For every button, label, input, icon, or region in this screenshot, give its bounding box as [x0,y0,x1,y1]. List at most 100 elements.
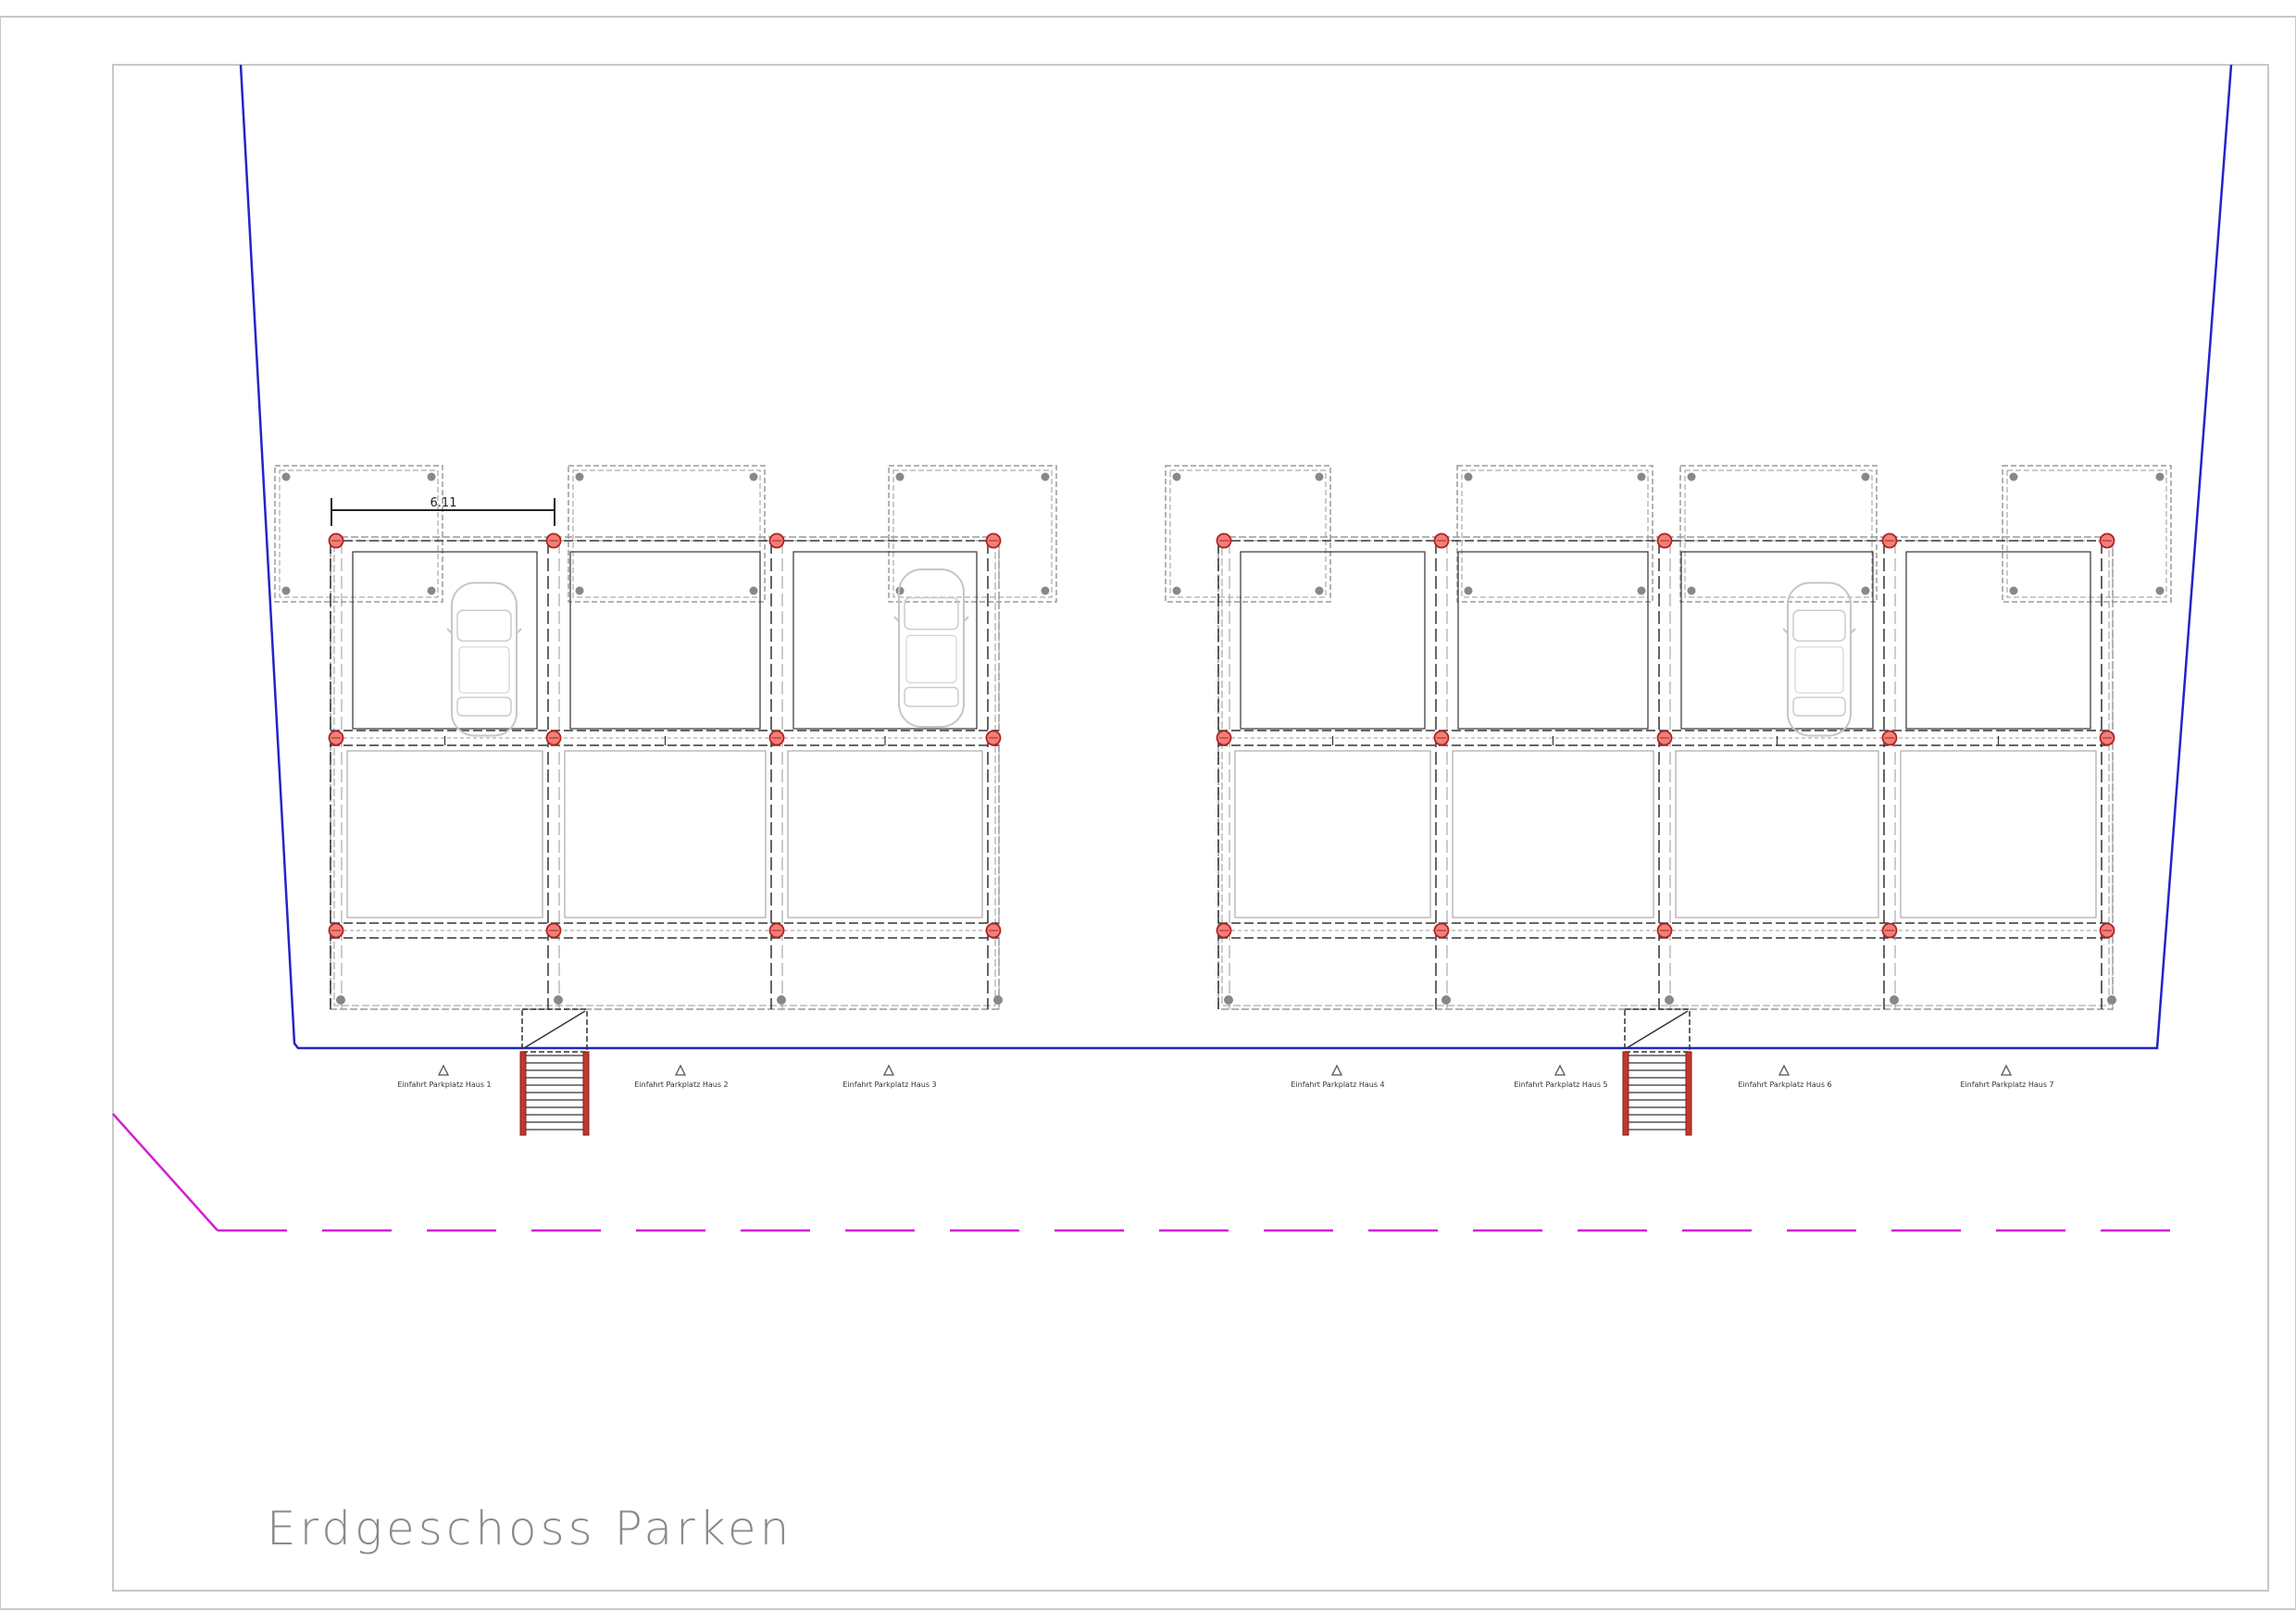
frame-dot [1041,472,1050,481]
frame-dot [749,472,758,481]
frame-dot [895,472,905,481]
frame-inner [572,469,761,598]
entrance-label: Einfahrt Parkplatz Haus 6 [1738,1081,1831,1089]
car-mirror [893,616,900,622]
triangle-marker-icon [1778,1064,1791,1076]
frame-inner [1169,469,1327,598]
stair-side [1685,1051,1692,1136]
foundation-dot [1224,995,1233,1005]
stairway [519,1008,590,1136]
upper-frame [2002,465,2172,603]
upper-frame [1679,465,1878,603]
frame-dot [2009,472,2018,481]
entrance-marker-1: Einfahrt Parkplatz Haus 1 [397,1064,492,1089]
frame-dot [2009,586,2018,595]
frame-dot [1464,472,1473,481]
stair-side [519,1051,527,1136]
parking-structure [274,465,2172,1136]
car-rear-window [904,686,959,707]
entrance-marker-3: Einfahrt Parkplatz Haus 3 [842,1064,937,1089]
car-rear-window [1792,696,1846,717]
entrance-label: Einfahrt Parkplatz Haus 1 [397,1081,491,1089]
upper-frame [1456,465,1653,603]
frame-dot [1464,586,1473,595]
entrance-label: Einfahrt Parkplatz Haus 4 [1291,1081,1384,1089]
foundation-dot [1890,995,1899,1005]
car-mirror [446,628,453,634]
triangle-marker-icon [882,1064,895,1076]
parking-bay [1457,551,1649,730]
foundation-dot [1665,995,1674,1005]
entrance-marker-2: Einfahrt Parkplatz Haus 2 [634,1064,729,1089]
parking-bay [1905,551,2091,730]
foundation-dot [993,995,1003,1005]
frame-dot [1637,586,1646,595]
entrance-label: Einfahrt Parkplatz Haus 7 [1960,1081,2053,1089]
upper-frame [1165,465,1331,603]
car-mirror [963,616,969,622]
triangle-marker-icon [2000,1064,2013,1076]
parking-bay-lower [346,750,543,918]
car-body [1787,581,1852,737]
foundation-dot [777,995,786,1005]
car-top-view-icon [893,568,969,728]
frame-dot [2155,472,2165,481]
parking-bay-lower [1452,750,1654,918]
frame-outer [1679,465,1878,603]
frame-outer [888,465,1057,603]
car-windshield [456,609,512,642]
upper-frame [888,465,1057,603]
parking-block-2 [1216,532,2116,1010]
frame-dot [1687,586,1696,595]
frame-dot [575,472,584,481]
sheet-frame [0,16,2296,1610]
stair-side [1622,1051,1629,1136]
frame-dot [427,586,436,595]
frame-inner [892,469,1053,598]
stair-landing [1624,1008,1691,1053]
parking-bay [352,551,538,730]
upper-frame [568,465,766,603]
frame-dot [1637,472,1646,481]
car-roof [458,646,510,693]
parking-bay-lower [564,750,767,918]
triangle-marker-icon [1554,1064,1566,1076]
parking-bay [792,551,978,730]
car-top-view-icon [446,581,522,737]
frame-dot [1315,586,1324,595]
stair-arrow [1626,1010,1689,1049]
foundation-dot [336,995,345,1005]
stair-side [582,1051,590,1136]
frame-dot [1861,586,1870,595]
car-windshield [1792,609,1846,642]
frame-outer [568,465,766,603]
parking-bay [569,551,761,730]
car-mirror [1782,628,1789,634]
frame-dot [1315,472,1324,481]
frame-dot [1687,472,1696,481]
frame-outer [1456,465,1653,603]
stair-landing [521,1008,588,1053]
entrance-marker-7: Einfahrt Parkplatz Haus 7 [1960,1064,2054,1089]
frame-dot [1172,586,1181,595]
parking-bay-lower [1234,750,1431,918]
car-mirror [516,628,522,634]
dimension-label: 6.11 [430,496,457,510]
car-roof [1794,646,1844,693]
drawing-title: Erdgeschoss Parken [267,1502,792,1555]
entrance-labels: Einfahrt Parkplatz Haus 1 Einfahrt Parkp… [397,1064,2054,1089]
frame-dot [2155,586,2165,595]
parking-bay-lower [787,750,983,918]
parking-block-1 [328,532,1003,1010]
frame-inner [279,469,439,598]
car-roof [905,634,957,684]
street-line [112,1113,2200,1232]
car-rear-window [456,696,512,717]
entrance-marker-5: Einfahrt Parkplatz Haus 5 [1514,1064,1608,1089]
car-top-view-icon [1782,581,1856,737]
foundation-dot [1441,995,1451,1005]
parking-bay-lower [1900,750,2097,918]
frame-outer [2002,465,2172,603]
entrance-label: Einfahrt Parkplatz Haus 2 [634,1081,728,1089]
